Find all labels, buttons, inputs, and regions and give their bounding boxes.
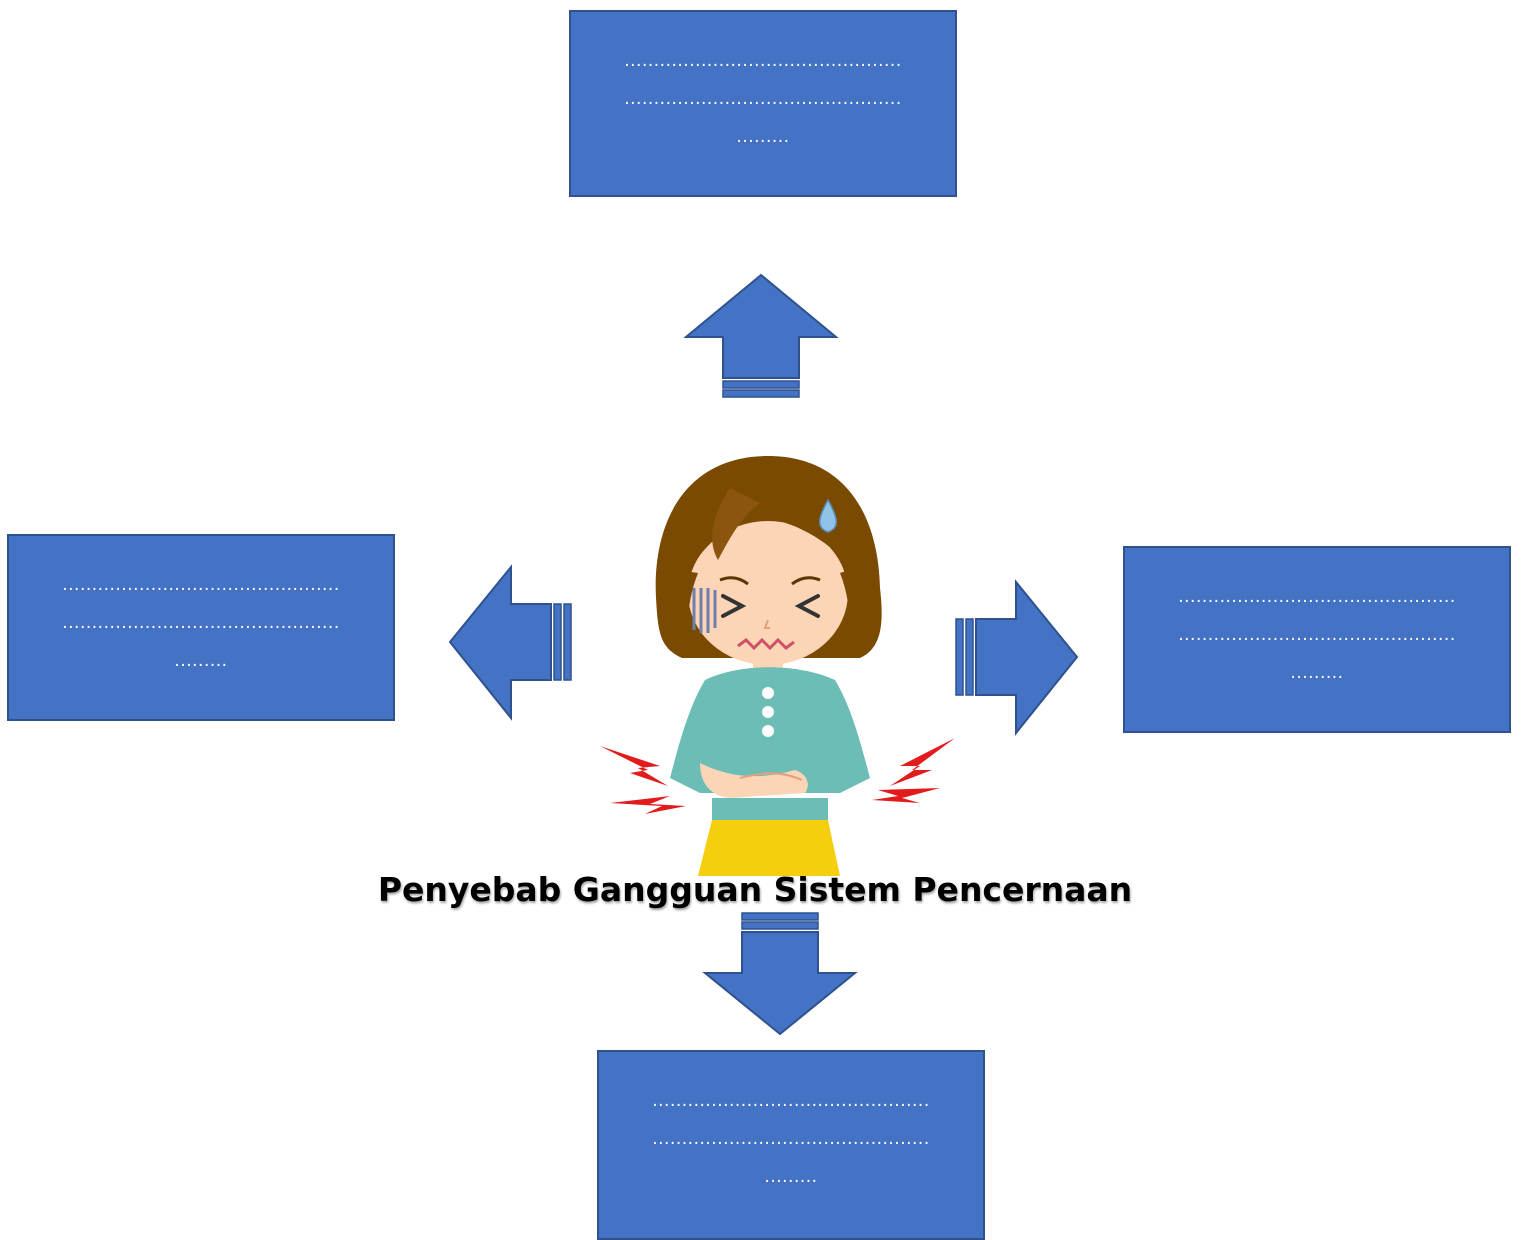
box-top-line-1: ........................................…	[624, 51, 902, 71]
arrow-down-icon	[702, 912, 858, 1036]
arrow-up-icon	[683, 273, 839, 398]
box-left-line-3: .........	[174, 651, 228, 671]
box-bottom: ........................................…	[597, 1050, 985, 1240]
box-right: ........................................…	[1123, 546, 1511, 733]
box-left-line-1: ........................................…	[62, 575, 340, 595]
box-left-line-2: ........................................…	[62, 613, 340, 633]
box-right-line-1: ........................................…	[1178, 587, 1456, 607]
arrow-left-icon	[448, 564, 572, 721]
box-bottom-line-2: ........................................…	[652, 1129, 930, 1149]
box-left: ........................................…	[7, 534, 395, 721]
arrow-right-icon	[955, 579, 1079, 736]
box-bottom-line-1: ........................................…	[652, 1091, 930, 1111]
box-top: ........................................…	[569, 10, 957, 197]
diagram-title: Penyebab Gangguan Sistem Pencernaan	[377, 870, 1133, 909]
box-top-line-2: ........................................…	[624, 89, 902, 109]
box-top-line-3: .........	[736, 127, 790, 147]
box-right-line-3: .........	[1290, 663, 1344, 683]
box-bottom-line-3: .........	[764, 1167, 818, 1187]
box-right-line-2: ........................................…	[1178, 625, 1456, 645]
stomachache-girl-illustration	[600, 456, 955, 876]
